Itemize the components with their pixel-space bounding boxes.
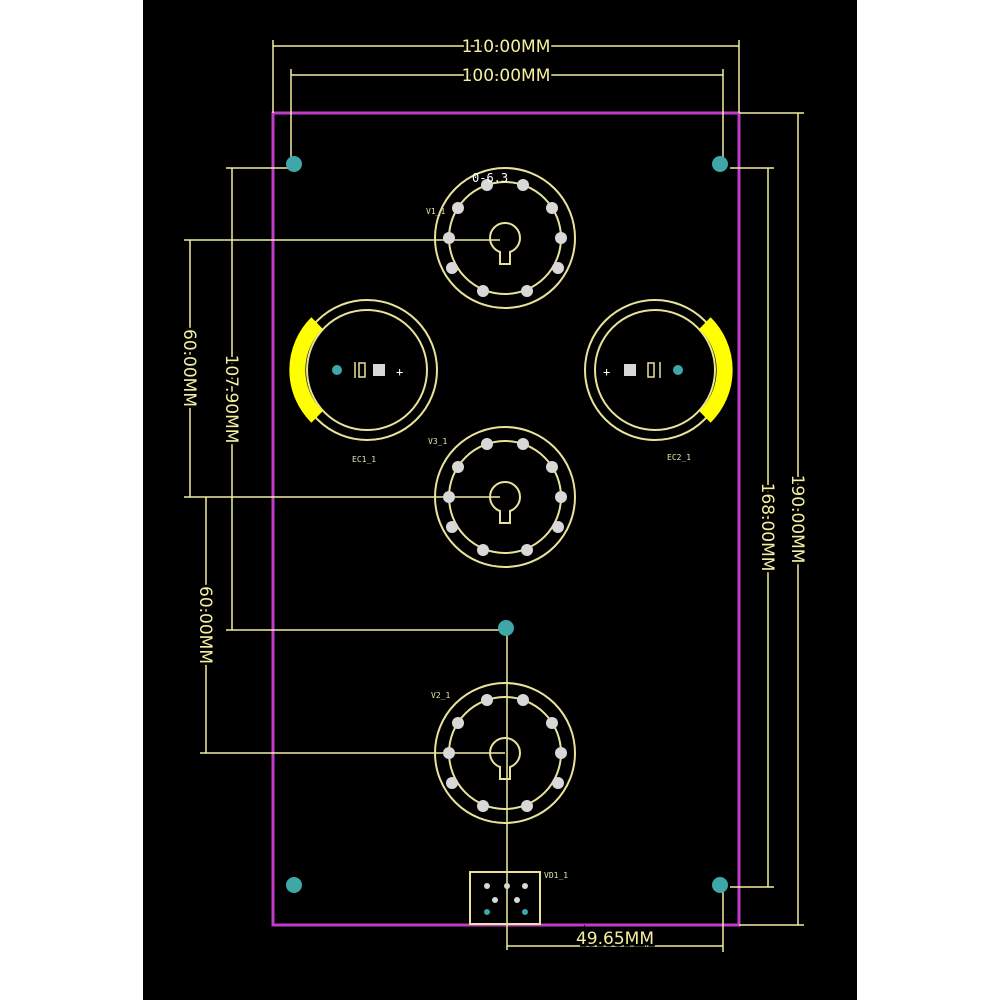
mounting-hole	[498, 620, 514, 636]
connector-vd1	[469, 871, 541, 925]
ec2-pad-minus	[673, 365, 683, 375]
mounting-hole	[286, 877, 302, 893]
capacitor-ec1	[289, 299, 438, 441]
v1-annotation: 0-6.3	[472, 171, 508, 185]
ec1-pad-plus	[373, 364, 385, 376]
v1-pins	[443, 179, 567, 297]
dim-v1-v3: 60.00MM	[179, 329, 199, 407]
mounting-hole	[712, 156, 728, 172]
mounting-hole	[712, 877, 728, 893]
dim-v3-v2: 60.00MM	[195, 586, 215, 664]
ec1-plus: +	[396, 365, 403, 379]
v3-pins	[443, 438, 567, 556]
ec1-ref: EC1_1	[352, 455, 376, 464]
drawing-canvas	[143, 0, 857, 1000]
mounting-hole	[286, 156, 302, 172]
ec2-ref: EC2_1	[667, 453, 691, 462]
ec1-pad-minus	[332, 365, 342, 375]
dimension-lines	[184, 40, 804, 952]
v3-ref: V3_1	[428, 437, 447, 446]
v1-ref: V1_1	[426, 207, 445, 216]
v2-pins	[443, 694, 567, 812]
ec2-plus: +	[603, 365, 610, 379]
ec2-pad-plus	[624, 364, 636, 376]
dim-hole-vertical: 107.90MM	[221, 355, 241, 444]
dim-connector-offset: 49.65MM	[576, 929, 654, 949]
mounting-holes	[286, 156, 728, 893]
v2-ref: V2_1	[431, 691, 450, 700]
dim-height-holes: 168.00MM	[757, 483, 777, 572]
capacitor-ec2	[584, 299, 733, 441]
connector-ref: VD1_1	[544, 871, 568, 880]
dim-width-outer: 110.00MM	[462, 37, 551, 57]
dim-width-holes: 100.00MM	[462, 66, 551, 86]
dim-height-outer: 190.00MM	[787, 475, 807, 564]
